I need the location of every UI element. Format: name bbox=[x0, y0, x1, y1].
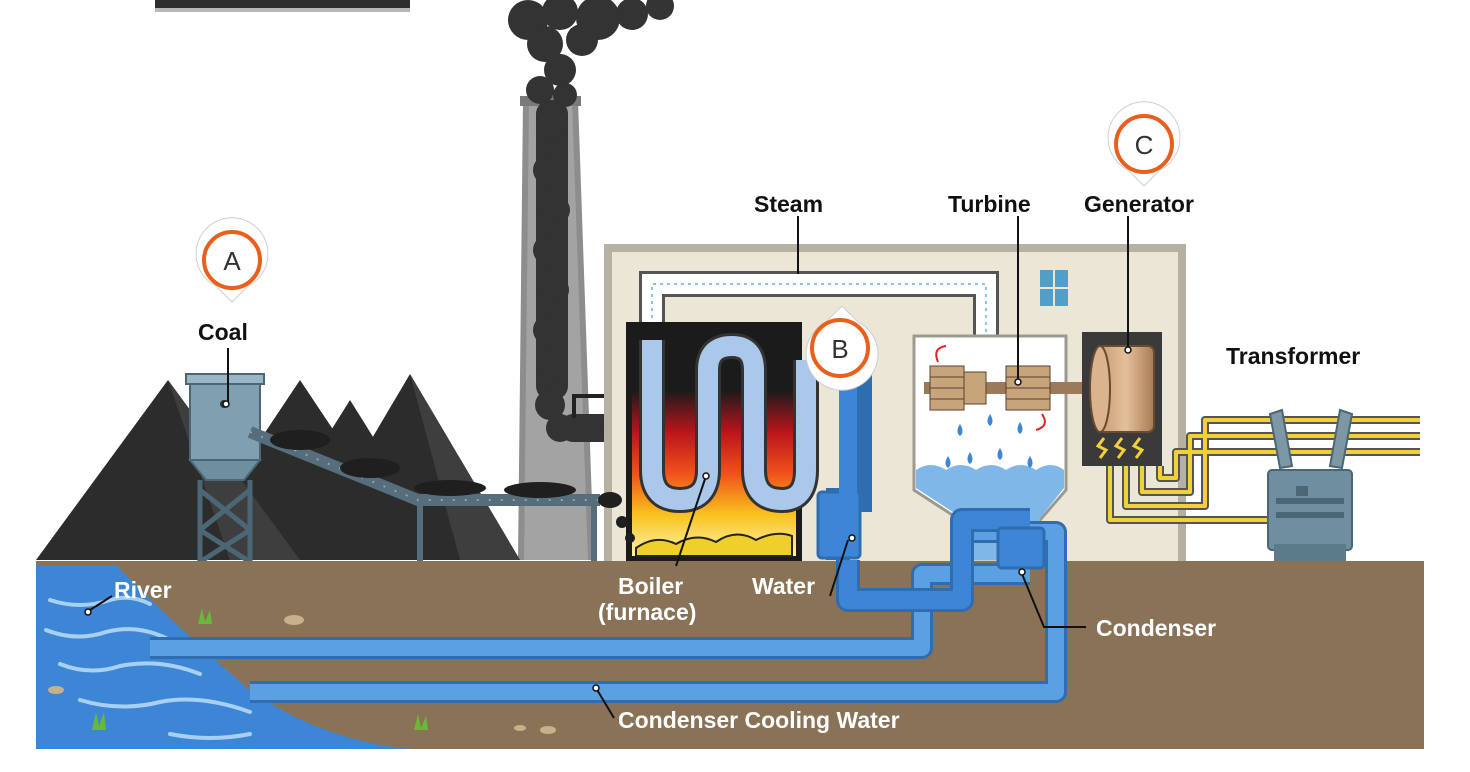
label-condenser-cooling-water: Condenser Cooling Water bbox=[618, 707, 900, 733]
label-condenser: Condenser bbox=[1096, 615, 1216, 641]
water-pipe bbox=[816, 370, 872, 560]
marker-a-letter: A bbox=[223, 246, 241, 276]
turbine-rotor bbox=[924, 345, 1094, 431]
label-water: Water bbox=[752, 573, 815, 599]
boiler-tube bbox=[639, 333, 819, 513]
grass-tufts bbox=[92, 608, 428, 730]
leader-dots bbox=[84, 346, 1132, 692]
label-transformer: Transformer bbox=[1226, 343, 1360, 369]
label-coal: Coal bbox=[198, 319, 248, 345]
marker-c[interactable]: C bbox=[1107, 101, 1181, 187]
marker-b[interactable]: B bbox=[805, 305, 879, 391]
label-furnace: (furnace) bbox=[598, 599, 696, 625]
coal-silo bbox=[185, 373, 265, 565]
label-boiler: Boiler bbox=[618, 573, 683, 599]
marker-b-letter: B bbox=[831, 334, 848, 364]
marker-a[interactable]: A bbox=[195, 217, 269, 303]
label-generator: Generator bbox=[1084, 191, 1194, 217]
marker-c-letter: C bbox=[1135, 130, 1154, 160]
condenser-pipe bbox=[836, 508, 1046, 612]
coal-conveyor bbox=[247, 426, 635, 562]
label-river: River bbox=[114, 577, 172, 603]
top-banner bbox=[155, 0, 410, 12]
generator bbox=[1082, 332, 1162, 466]
transformer bbox=[1267, 408, 1354, 564]
leader-lines bbox=[89, 216, 1129, 719]
label-steam: Steam bbox=[754, 191, 823, 217]
river bbox=[36, 565, 410, 749]
rocks bbox=[48, 615, 556, 734]
label-turbine: Turbine bbox=[948, 191, 1031, 217]
